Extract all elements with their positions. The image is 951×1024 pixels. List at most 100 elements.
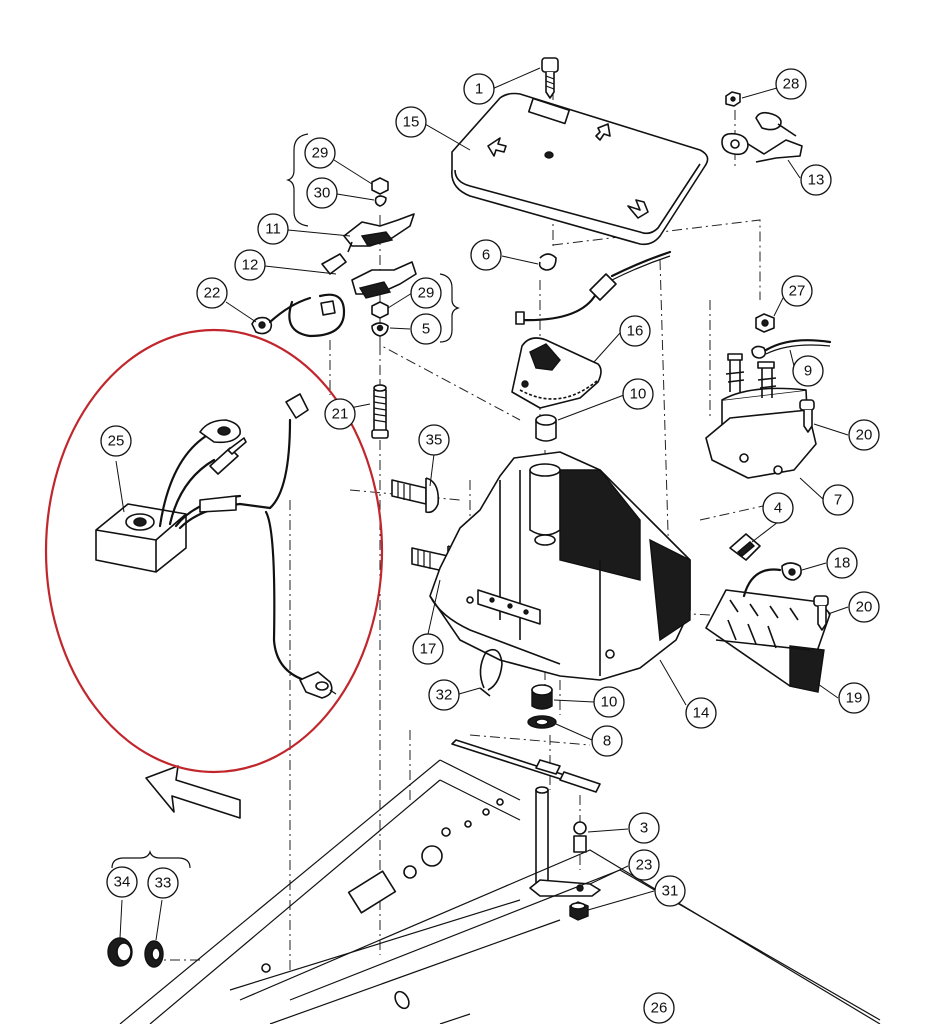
callout-20-upper-label: 20 <box>856 427 873 444</box>
bushing-10-upper <box>535 414 557 442</box>
module-25 <box>95 503 187 573</box>
screw-20-upper <box>799 399 815 433</box>
callout-23-label: 23 <box>636 857 653 874</box>
vehicle-frame-26 <box>119 759 881 1024</box>
snap-ring-6 <box>538 253 557 271</box>
callout-20-lower-label: 20 <box>856 599 873 616</box>
callout-30: 30 <box>306 177 338 209</box>
grouping-braces <box>111 133 460 869</box>
callout-10-upper-label: 10 <box>630 386 647 403</box>
fuse-link-11 <box>343 213 415 253</box>
callout-7: 7 <box>822 484 854 516</box>
ball-stud-3 <box>573 821 587 853</box>
callout-20-lower: 20 <box>848 591 880 623</box>
callout-26-label: 26 <box>651 1000 668 1017</box>
callout-17-label: 17 <box>420 641 437 658</box>
callout-29-upper-label: 29 <box>312 145 329 162</box>
callout-30-label: 30 <box>314 185 331 202</box>
callout-35: 35 <box>418 424 450 456</box>
controller-cover <box>451 92 709 246</box>
callout-3: 3 <box>628 812 660 844</box>
callout-11: 11 <box>257 213 289 245</box>
module-25-harness <box>158 393 337 699</box>
callout-21: 21 <box>324 398 356 430</box>
cam-sector-16 <box>511 337 602 409</box>
spring-clip-32 <box>479 648 503 697</box>
callout-16-label: 16 <box>627 323 644 340</box>
callout-35-label: 35 <box>426 432 443 449</box>
fuse-link-12 <box>321 253 417 299</box>
callout-15: 15 <box>395 106 427 138</box>
callout-1: 1 <box>463 73 495 105</box>
callout-4: 4 <box>762 492 794 524</box>
callout-12-label: 12 <box>242 257 259 274</box>
controller-base-14 <box>429 451 691 681</box>
callout-25: 25 <box>100 425 132 457</box>
front-direction-arrow <box>145 765 241 819</box>
callout-13-label: 13 <box>808 172 825 189</box>
callout-7-label: 7 <box>834 492 842 509</box>
callout-20-upper: 20 <box>848 419 880 451</box>
callout-17: 17 <box>412 633 444 665</box>
highlight-ring <box>44 328 384 774</box>
callout-6-label: 6 <box>482 247 490 264</box>
accelerator-shaft-23 <box>451 739 601 897</box>
nut-27 <box>755 313 775 333</box>
bushing-10-lower <box>531 684 553 710</box>
callout-29-lower: 29 <box>410 277 442 309</box>
nut-29-upper <box>371 177 389 207</box>
wire-22 <box>251 293 346 338</box>
callout-34: 34 <box>106 866 138 898</box>
callout-14: 14 <box>685 697 717 729</box>
screw-1 <box>541 57 559 99</box>
leader-lines <box>115 67 849 941</box>
screw-20-lower <box>813 595 829 631</box>
callout-1-label: 1 <box>475 81 483 98</box>
fuse-block-19 <box>705 589 831 693</box>
nut-31 <box>569 901 589 921</box>
callout-33: 33 <box>147 867 179 899</box>
callout-10-lower: 10 <box>593 686 625 718</box>
callout-29-lower-label: 29 <box>418 285 435 302</box>
wire-18 <box>742 562 802 598</box>
callout-33-label: 33 <box>155 875 172 892</box>
callout-14-label: 14 <box>693 705 710 722</box>
throttle-cable <box>515 250 672 325</box>
callout-34-label: 34 <box>114 874 131 891</box>
callout-31: 31 <box>654 875 686 907</box>
callout-26: 26 <box>643 992 675 1024</box>
callout-9-label: 9 <box>804 363 812 380</box>
nut-29-lower <box>371 301 389 337</box>
callout-4-label: 4 <box>774 500 782 517</box>
callout-19: 19 <box>838 682 870 714</box>
callout-32: 32 <box>428 679 460 711</box>
callout-3-label: 3 <box>640 820 648 837</box>
callout-8: 8 <box>591 725 623 757</box>
callout-19-label: 19 <box>846 690 863 707</box>
callout-18: 18 <box>826 547 858 579</box>
callout-18-label: 18 <box>834 555 851 572</box>
solenoid <box>705 353 817 479</box>
callout-12: 12 <box>234 249 266 281</box>
fuse-4 <box>729 533 761 561</box>
callout-22-label: 22 <box>204 285 221 302</box>
callout-10-lower-label: 10 <box>601 694 618 711</box>
callout-13: 13 <box>800 164 832 196</box>
callout-16: 16 <box>619 315 651 347</box>
callout-21-label: 21 <box>332 406 349 423</box>
callout-15-label: 15 <box>403 114 420 131</box>
nut-28 <box>725 91 741 107</box>
washer-8 <box>527 715 557 729</box>
callout-31-label: 31 <box>662 883 679 900</box>
nut-34 <box>107 937 133 967</box>
callout-22: 22 <box>196 277 228 309</box>
callout-6: 6 <box>470 239 502 271</box>
callout-27-label: 27 <box>789 283 806 300</box>
washer-33 <box>144 940 164 968</box>
callout-25-label: 25 <box>108 433 125 450</box>
callout-29-upper: 29 <box>304 137 336 169</box>
ring-terminal-13 <box>721 111 803 163</box>
callout-23: 23 <box>628 849 660 881</box>
callout-8-label: 8 <box>603 733 611 750</box>
